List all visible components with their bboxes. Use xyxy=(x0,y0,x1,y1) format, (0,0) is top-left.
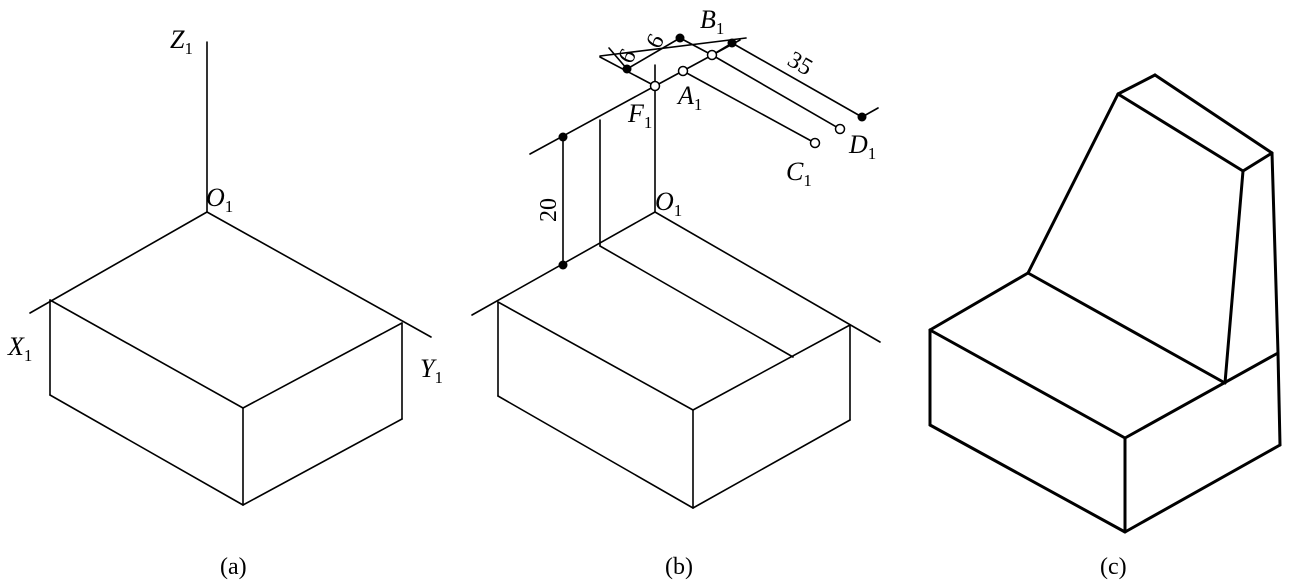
dim-6-left-text: 6 xyxy=(613,45,642,68)
box-b-top-front-right xyxy=(692,324,851,411)
label-x1: X1 xyxy=(7,332,32,365)
label-c1: C1 xyxy=(786,157,812,190)
upright-top-right xyxy=(1241,151,1274,173)
box-b-top-back-right xyxy=(654,211,881,343)
upper-x-line xyxy=(529,85,656,155)
dim-6-left-dot xyxy=(622,64,632,74)
top-face-division-line xyxy=(599,245,794,358)
base-bottom-edges xyxy=(928,423,1282,534)
top-cross-line xyxy=(599,37,747,57)
label-o1-b: O1 xyxy=(655,187,682,220)
dim-35-start-dot xyxy=(727,38,737,48)
point-c1 xyxy=(809,137,821,149)
point-b1 xyxy=(706,49,718,61)
box-a-top-front-left xyxy=(49,299,244,409)
dim-6-line xyxy=(626,37,681,70)
box-a-top-front-right xyxy=(242,322,403,409)
dim-6-left-ext xyxy=(608,47,628,70)
caption-c: (c) xyxy=(1100,554,1127,580)
base-top-back-left xyxy=(928,271,1030,332)
label-o1-a: O1 xyxy=(206,183,233,216)
label-d1: D1 xyxy=(848,130,876,163)
caption-a: (a) xyxy=(220,554,247,580)
label-z1: Z1 xyxy=(170,25,193,58)
upright-top-back xyxy=(1153,73,1274,155)
upright-back-right-edge xyxy=(1270,151,1280,355)
dim-6-right-ext xyxy=(679,37,713,56)
figure-a: Z1 O1 X1 Y1 (a) xyxy=(7,25,443,580)
point-d1 xyxy=(834,123,846,135)
dim-20-top-dot xyxy=(558,132,568,142)
point-f1 xyxy=(649,80,661,92)
slope-edge xyxy=(1026,92,1120,275)
upright-top-left xyxy=(1116,73,1157,96)
upright-front-right-edge xyxy=(1223,169,1245,385)
line-b1-d1 xyxy=(711,54,841,130)
caption-b: (b) xyxy=(665,554,693,580)
label-f1: F1 xyxy=(627,99,652,132)
upright-base-edge xyxy=(1026,271,1227,385)
dim-20-text: 20 xyxy=(536,198,562,222)
cross-line-fab xyxy=(654,39,741,87)
label-y1: Y1 xyxy=(420,354,443,387)
x-axis-a xyxy=(29,211,208,314)
dim-35-end-dot xyxy=(857,112,867,122)
line-a1-c1 xyxy=(682,70,816,144)
upright-top-front xyxy=(1116,92,1245,173)
box-b-bottom-right xyxy=(692,419,851,509)
box-a-bottom-left xyxy=(49,394,244,506)
y-axis-a xyxy=(206,211,432,338)
dim-35-line xyxy=(731,42,863,118)
dim-6-right-dot xyxy=(675,33,685,43)
figure-b: 20 35 6 6 B1 A1 F1 C1 D1 xyxy=(471,5,881,580)
figure-c: (c) xyxy=(928,73,1282,580)
dim-35-text: 35 xyxy=(783,47,817,82)
label-a1: A1 xyxy=(676,81,702,114)
dim-20-bottom-dot xyxy=(558,260,568,270)
point-a1 xyxy=(677,65,689,77)
base-right-edge xyxy=(1276,351,1282,447)
box-b-bottom-left xyxy=(497,395,694,509)
label-b1: B1 xyxy=(700,5,724,38)
box-b-top-front-left xyxy=(497,301,694,411)
box-a-bottom-right xyxy=(242,418,403,506)
